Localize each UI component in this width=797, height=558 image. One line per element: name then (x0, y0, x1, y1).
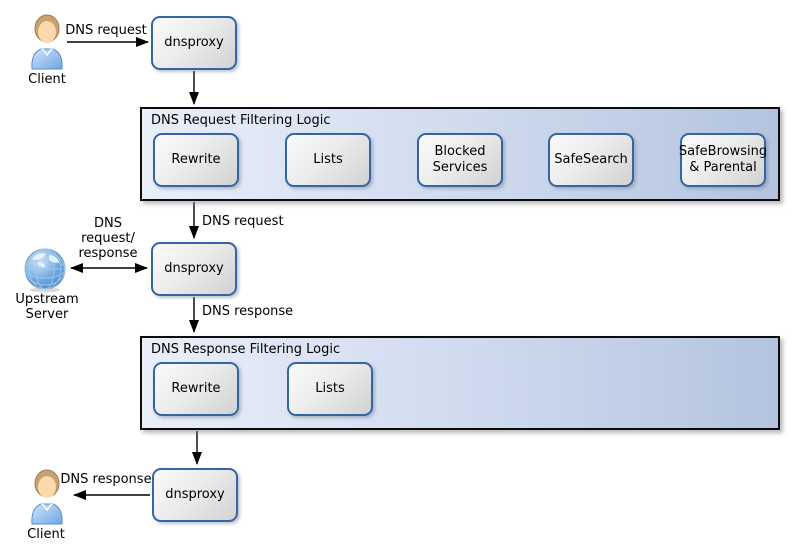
node-label: Rewrite (171, 381, 221, 396)
step-safesearch: SafeSearch (548, 133, 634, 187)
edge-label-dns-response-bottom: DNS response (60, 472, 152, 487)
node-label: Lists (313, 152, 343, 167)
container-title: DNS Response Filtering Logic (151, 342, 341, 357)
dns-response-filtering-container: DNS Response Filtering Logic (140, 336, 780, 430)
node-label: SafeBrowsing & Parental (678, 144, 768, 175)
step-lists-request: Lists (285, 133, 371, 187)
node-label: SafeSearch (554, 152, 628, 167)
node-label: dnsproxy (165, 487, 225, 502)
step-lists-response: Lists (287, 362, 373, 416)
step-safebrowsing-parental: SafeBrowsing & Parental (678, 133, 768, 187)
dnsproxy-node-top: dnsproxy (151, 16, 237, 70)
globe-icon (22, 247, 68, 297)
client-bottom-label: Client (27, 527, 65, 542)
node-label: dnsproxy (164, 261, 224, 276)
node-label: Lists (315, 381, 345, 396)
edge-label-dns-request-top: DNS request (65, 23, 147, 38)
upstream-server-label: Upstream Server (15, 292, 79, 322)
edge-label-upstream-link: DNS request/ response (78, 216, 138, 261)
edge-label-dns-request-mid: DNS request (202, 214, 284, 229)
person-icon (27, 12, 67, 76)
step-rewrite-request: Rewrite (153, 133, 239, 187)
step-blocked-services: Blocked Services (417, 133, 503, 187)
node-label: Blocked Services (432, 144, 488, 175)
dnsproxy-node-bottom: dnsproxy (152, 468, 238, 522)
node-label: Rewrite (171, 152, 221, 167)
person-icon (27, 467, 67, 531)
container-title: DNS Request Filtering Logic (151, 113, 331, 128)
edge-label-dns-response-mid: DNS response (202, 304, 294, 319)
step-rewrite-response: Rewrite (153, 362, 239, 416)
client-top-label: Client (28, 72, 66, 87)
dnsproxy-node-middle: dnsproxy (151, 242, 237, 296)
node-label: dnsproxy (164, 35, 224, 50)
